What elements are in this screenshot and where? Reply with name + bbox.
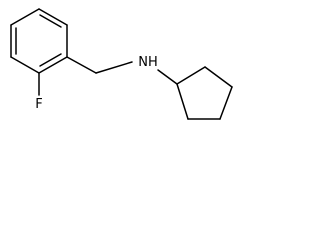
cyclopentane-bond-1 [176,66,206,85]
nitrogen-to-cyclopentyl-bond [157,69,178,85]
ring-bond-3 [38,56,68,74]
cyclopentane-bond-2 [204,66,233,88]
ring-bond-6 [10,8,40,26]
ring-to-methylene-bond [66,56,97,74]
methylene-to-nitrogen-bond [95,61,133,74]
cyclopentane-bond-3 [219,86,233,120]
ring-bond-4 [10,56,40,74]
benzene-ring [10,8,68,74]
ring-bond-1 [38,8,68,26]
ring-double-bond-1 [39,14,62,28]
cyclopentane-ring [176,66,233,120]
cyclopentane-bond-5 [176,83,189,120]
fluorine-atom-label: F [35,97,42,112]
amine-atom-label: NH [138,55,158,70]
ring-double-bond-2 [39,53,62,67]
skeletal-structure-diagram: F NH [10,8,233,120]
